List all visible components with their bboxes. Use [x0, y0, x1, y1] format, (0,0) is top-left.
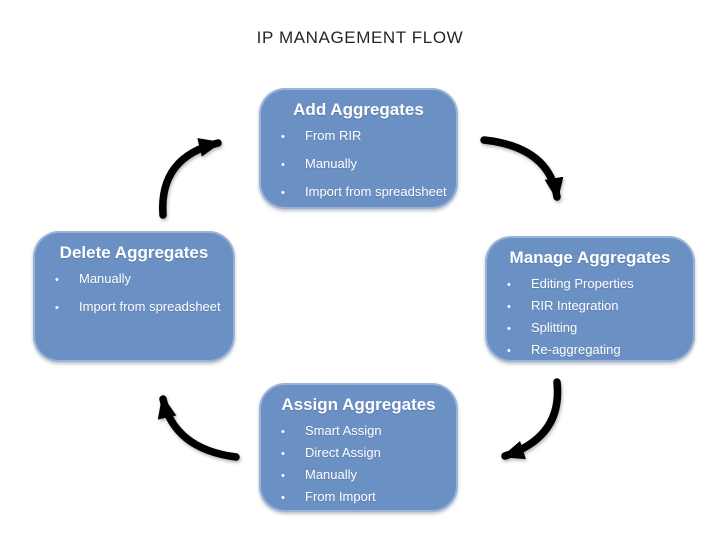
bullet-item: • Splitting	[507, 320, 685, 337]
bullet-item: • Manually	[281, 156, 448, 173]
bullet-label: Import from spreadsheet	[305, 184, 447, 199]
bullet-dot-icon: •	[507, 301, 511, 313]
bullet-label: Import from spreadsheet	[79, 299, 221, 314]
node-add-aggregates: Add Aggregates • From RIR • Manually • Import…	[259, 88, 458, 209]
bullet-item: • Re-aggregating	[507, 342, 685, 359]
arrow-add-to-manage	[480, 136, 564, 201]
bullet-dot-icon: •	[281, 187, 285, 199]
bullet-item: • Editing Properties	[507, 276, 685, 293]
bullet-dot-icon: •	[281, 448, 285, 460]
bullet-label: Manually	[305, 156, 358, 171]
bullet-dot-icon: •	[55, 302, 59, 314]
bullet-dot-icon: •	[55, 274, 59, 286]
node-assign-aggregates: Assign Aggregates • Smart Assign • Direct A…	[259, 383, 458, 512]
bullet-label: Smart Assign	[305, 423, 382, 438]
bullet-dot-icon: •	[507, 279, 511, 291]
arrow-assign-to-delete	[157, 395, 240, 461]
bullet-dot-icon: •	[281, 426, 285, 438]
node-title: Assign Aggregates	[281, 395, 436, 414]
bullet-item: • From Import	[281, 489, 448, 506]
bullet-label: From Import	[305, 489, 376, 504]
node-bullet-list: • Editing Properties • RIR Integration • Spli…	[495, 276, 685, 359]
bullet-label: Editing Properties	[531, 276, 634, 291]
bullet-item: • Smart Assign	[281, 423, 448, 440]
bullet-label: Re-aggregating	[531, 342, 621, 357]
arrow-manage-to-assign	[501, 378, 562, 460]
bullet-dot-icon: •	[281, 159, 285, 171]
bullet-item: • Manually	[281, 467, 448, 484]
diagram-title: IP MANAGEMENT FLOW	[256, 28, 464, 47]
node-manage-aggregates: Manage Aggregates • Editing Properties • RI…	[485, 236, 695, 362]
bullet-item: • From RIR	[281, 128, 448, 145]
node-bullet-list: • Smart Assign • Direct Assign • Manually • Fro…	[269, 423, 448, 506]
node-delete-aggregates: Delete Aggregates • Manually • Import from …	[33, 231, 235, 362]
bullet-item: • Import from spreadsheet	[55, 299, 225, 316]
bullet-dot-icon: •	[281, 131, 285, 143]
bullet-label: From RIR	[305, 128, 362, 143]
node-bullet-list: • Manually • Import from spreadsheet	[43, 271, 225, 316]
node-bullet-list: • From RIR • Manually • Import from spreadshe…	[269, 128, 448, 201]
bullet-label: Splitting	[531, 320, 578, 335]
bullet-item: • Manually	[55, 271, 225, 288]
bullet-dot-icon: •	[281, 470, 285, 482]
bullet-item: • Direct Assign	[281, 445, 448, 462]
bullet-item: • Import from spreadsheet	[281, 184, 448, 201]
bullet-dot-icon: •	[281, 492, 285, 504]
bullet-label: Manually	[305, 467, 358, 482]
node-title: Add Aggregates	[293, 100, 424, 119]
node-title: Delete Aggregates	[59, 243, 209, 262]
node-title: Manage Aggregates	[509, 248, 671, 267]
bullet-dot-icon: •	[507, 345, 511, 357]
bullet-label: Manually	[79, 271, 132, 286]
bullet-dot-icon: •	[507, 323, 511, 335]
bullet-item: • RIR Integration	[507, 298, 685, 315]
bullet-label: RIR Integration	[531, 298, 619, 313]
bullet-label: Direct Assign	[305, 445, 381, 460]
arrow-delete-to-add	[159, 138, 222, 219]
